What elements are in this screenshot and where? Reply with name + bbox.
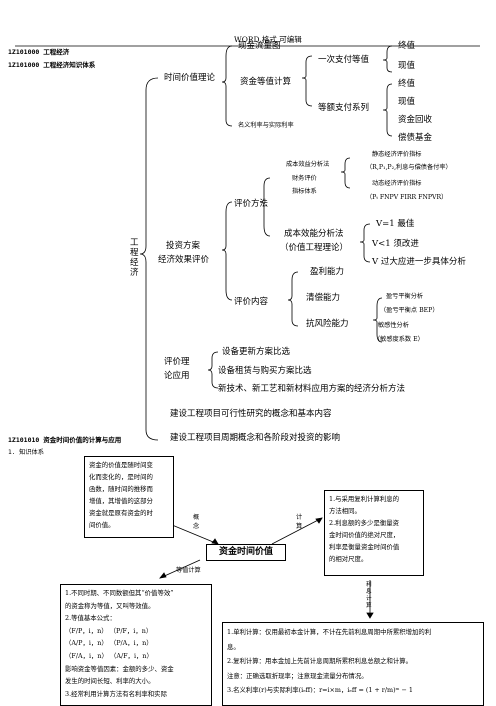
node-feasibility-study: 建设工程项目可行性研究的概念和基本内容 [170, 409, 332, 419]
equivalence-box: 1.不同时期、不同数额但其“价值等效”的资金称为等值，又叫等效值。2.等值基本公… [60, 584, 212, 706]
node-once-future: 终值 [398, 41, 416, 51]
node-single-payment: 一次支付等值 [318, 55, 370, 65]
node-equal-future: 终值 [398, 79, 416, 89]
section-heading-3: 1Z101010 资金时间价值的计算与应用 [8, 436, 122, 444]
node-cost-benefit: 成本效益分析法 [286, 161, 330, 168]
node-nominal-rate: 名义利率与实际利率 [238, 122, 294, 129]
node-v-less-one: V<1 须改进 [372, 239, 419, 249]
node-eval-content: 评价内容 [234, 297, 269, 307]
word-format-label: WORD 格式 可编辑 [234, 35, 302, 44]
node-dynamic-detail: （Pₜ FNPV FIRR FNPVR） [366, 194, 448, 201]
branch-time-value: 时间价值理论 [164, 73, 216, 83]
node-static-detail: （R,P₁,P₂,利息与偿债备付率） [366, 164, 452, 171]
node-breakeven-analysis: 盈亏平衡分析 [386, 293, 424, 300]
node-value-engineering: （价值工程理论） [280, 243, 349, 253]
concept-definition-box: 资金的价值是随时间变化而变化的，是时间的函数，随时间的推移而 增值，其增值的这部… [84, 456, 174, 538]
node-cashflow-diagram: 现金流量图 [238, 41, 281, 51]
label-calculation: 计算 [296, 514, 303, 530]
label-concept: 概念 [193, 514, 200, 530]
node-dynamic-index: 动态经济评价指标 [372, 180, 422, 187]
node-financial-eval: 财务评价 [292, 175, 317, 182]
node-new-tech-analysis: 新技术、新工艺和新材料应用方案的经济分析方法 [218, 384, 406, 394]
node-v-equal-one: V=1 最佳 [376, 219, 415, 229]
node-solvency: 清偿能力 [306, 293, 341, 303]
branch-invest-plan: 投资方案 [166, 241, 201, 251]
node-index-system: 指标体系 [292, 188, 317, 195]
branch-theory-apply-1: 评价理 [164, 357, 190, 367]
label-interest-calc: 利息计算 [366, 582, 372, 609]
node-equivalence-calc: 资金等值计算 [240, 77, 292, 87]
root-engineering-economics: 工程经济 [130, 238, 139, 278]
node-capital-recovery: 资金回收 [398, 115, 433, 125]
section-heading-2: 1Z101000 工程经济知识体系 [8, 61, 96, 69]
calc-method-box: 1.与采用复利计算利息的方法相同。2.利息额的多少是衡量资 金时间价值的绝对尺度… [324, 490, 424, 576]
node-static-index: 静态经济评价指标 [372, 151, 422, 158]
node-risk-resistance: 抗风险能力 [306, 319, 349, 329]
node-v-too-large: V 过大应进一步具体分析 [372, 257, 466, 267]
node-cost-effectiveness: 成本效能分析法 [284, 229, 344, 239]
section-heading-4: 1. 知识体系 [8, 449, 44, 456]
node-sinking-fund: 偿债基金 [398, 133, 433, 143]
node-sensitivity-analysis: 敏感性分析 [378, 322, 409, 329]
node-once-present: 现值 [398, 61, 416, 71]
interest-calc-box: 1.单利计算：仅用最初本金计算，不计在先前利息周期中所累积增加的利息。2.复利计… [222, 622, 484, 706]
label-equivalence-calc: 等值计算 [176, 567, 201, 574]
branch-economic-eval: 经济效果评价 [158, 255, 210, 265]
node-project-lifecycle: 建设工程项目周期概念和各阶段对投资的影响 [170, 433, 341, 443]
branch-theory-apply-2: 论应用 [164, 371, 190, 381]
node-equipment-renewal: 设备更新方案比选 [222, 347, 291, 357]
node-equal-present: 现值 [398, 97, 416, 107]
section-heading-1: 1Z101000 工程经济 [8, 48, 70, 56]
node-sensitivity-coef: （敏感度系数 E） [374, 336, 424, 343]
node-breakeven-point: （盈亏平衡点 BEP） [380, 307, 439, 314]
node-equal-series: 等额支付系列 [318, 103, 370, 113]
center-time-value-of-money: 资金时间价值 [206, 544, 286, 561]
node-profitability: 盈利能力 [310, 267, 345, 277]
node-eval-method: 评价方法 [234, 199, 269, 209]
node-lease-vs-buy: 设备租赁与购买方案比选 [218, 366, 312, 376]
